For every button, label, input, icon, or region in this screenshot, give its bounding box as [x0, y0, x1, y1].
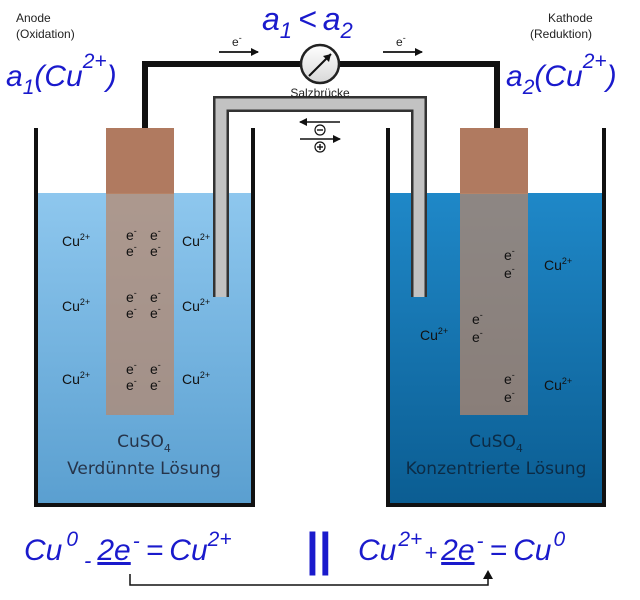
ion-label: Cu2+ — [182, 232, 210, 249]
left-electrode-top — [106, 128, 174, 194]
svg-text:e-: e- — [126, 360, 137, 377]
svg-text:e-: e- — [150, 376, 161, 393]
left-beaker — [34, 128, 255, 507]
svg-text:e-: e- — [150, 226, 161, 243]
svg-text:e-: e- — [126, 304, 137, 321]
ion-label: Cu2+ — [62, 370, 90, 387]
electron-arrow-right-label: e — [396, 35, 403, 49]
svg-text:e-: e- — [126, 226, 137, 243]
left-electrons: e- e- e- e- e- e- e- e- e- e- e- e- — [126, 226, 161, 393]
right-beaker — [386, 128, 606, 507]
anion-flow-arrow — [299, 118, 340, 136]
right-solution-formula: CuSO4 — [469, 432, 523, 455]
right-electrons: e- e- e- e- e- e- — [472, 246, 515, 405]
electron-arrow-left-label: e — [232, 35, 239, 49]
svg-text:e-: e- — [232, 33, 242, 49]
cell-separator: || — [306, 523, 332, 575]
ion-label: Cu2+ — [544, 376, 572, 393]
ion-label: Cu2+ — [182, 297, 210, 314]
salt-bridge-label: Salzbrücke — [290, 86, 350, 100]
right-ions: Cu2+ Cu2+ Cu2+ — [420, 256, 572, 393]
svg-text:e-: e- — [472, 328, 483, 345]
voltmeter — [299, 43, 341, 85]
activity-right: a2(Cu2+) — [506, 50, 617, 99]
anode-subtitle: (Oxidation) — [16, 27, 75, 41]
reduction-equation: Cu2++2e-=Cu0 — [358, 528, 565, 567]
svg-text:e-: e- — [126, 242, 137, 259]
ion-label: Cu2+ — [182, 370, 210, 387]
right-electrode-top — [460, 128, 528, 194]
cation-flow-arrow — [300, 135, 341, 153]
left-ions: Cu2+ Cu2+ Cu2+ Cu2+ Cu2+ Cu2+ — [62, 232, 210, 387]
svg-text:e-: e- — [150, 288, 161, 305]
ion-label: Cu2+ — [544, 256, 572, 273]
svg-text:e-: e- — [472, 310, 483, 327]
svg-text:e-: e- — [126, 288, 137, 305]
svg-text:e-: e- — [504, 388, 515, 405]
left-electrode-submerged — [106, 193, 174, 415]
svg-text:e-: e- — [126, 376, 137, 393]
left-solution-formula: CuSO4 — [117, 432, 171, 455]
ion-label: Cu2+ — [62, 297, 90, 314]
svg-text:e-: e- — [150, 360, 161, 377]
svg-text:e-: e- — [396, 33, 406, 49]
electron-arrow-right: e- — [383, 33, 423, 56]
electron-arrow-right-sup: - — [403, 33, 406, 43]
electron-arrow-left: e- — [219, 33, 259, 56]
activity-left: a1(Cu2+) — [6, 50, 117, 99]
cathode-title: Kathode — [548, 11, 593, 25]
svg-text:e-: e- — [504, 264, 515, 281]
activity-condition: a1<a2 — [262, 1, 353, 43]
ion-label: Cu2+ — [62, 232, 90, 249]
cathode-subtitle: (Reduktion) — [530, 27, 592, 41]
svg-text:e-: e- — [150, 242, 161, 259]
external-wire — [142, 61, 500, 128]
ion-label: Cu2+ — [420, 326, 448, 343]
svg-text:e-: e- — [504, 246, 515, 263]
svg-text:e-: e- — [504, 370, 515, 387]
svg-text:e-: e- — [150, 304, 161, 321]
electron-transfer-arrow — [129, 570, 493, 586]
right-solution-name: Konzentrierte Lösung — [406, 459, 587, 479]
left-solution-name: Verdünnte Lösung — [67, 459, 221, 479]
right-electrode-submerged — [460, 193, 528, 415]
electron-arrow-left-sup: - — [239, 33, 242, 43]
anode-title: Anode — [16, 11, 51, 25]
